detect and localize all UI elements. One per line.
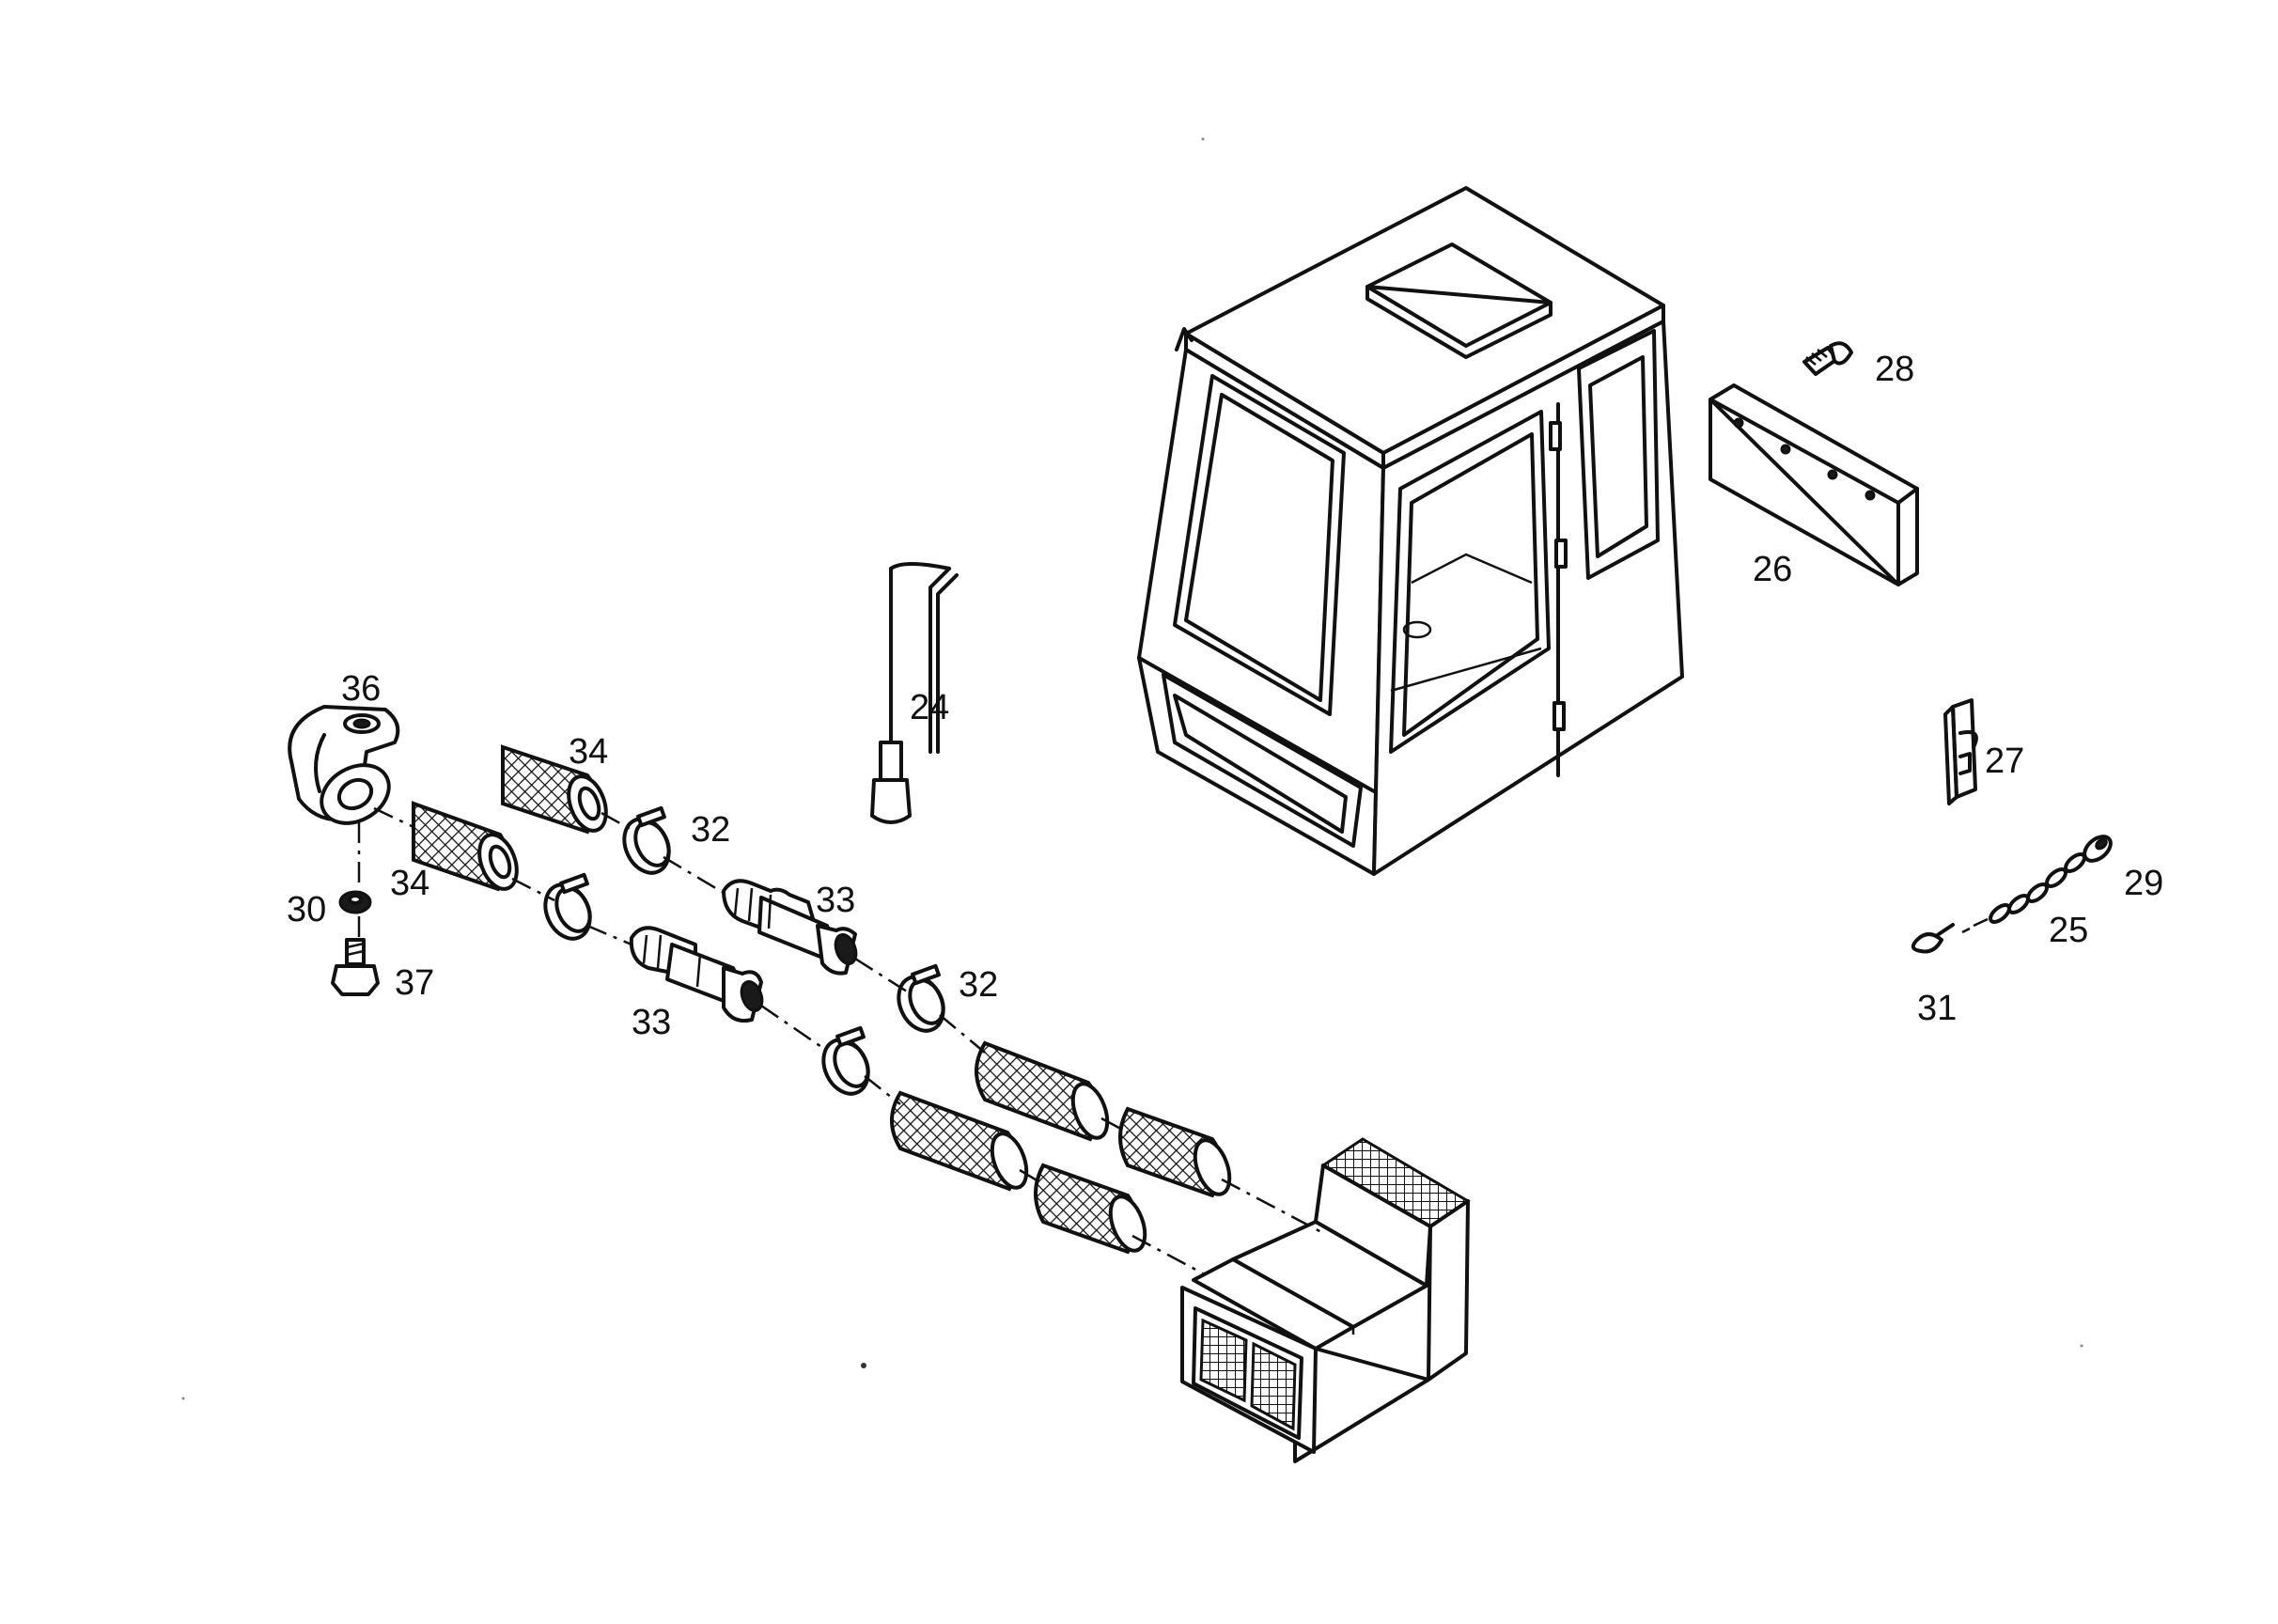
part-27-bracket — [1943, 698, 1978, 805]
part-32-clamp-a — [622, 805, 671, 875]
part-33-connector-lower — [629, 926, 764, 1023]
part-34-hose-lower — [412, 801, 519, 892]
callout-31: 31 — [1917, 989, 1957, 1028]
operator-cab — [1137, 186, 1684, 876]
hose-far-lower — [1034, 1163, 1147, 1255]
callout-37: 37 — [395, 963, 434, 1003]
callout-36: 36 — [341, 669, 381, 709]
callout-27: 27 — [1985, 742, 2024, 781]
callout-24: 24 — [910, 688, 949, 727]
part-32-clamp-c — [897, 963, 945, 1033]
callout-26: 26 — [1753, 550, 1792, 589]
callout-34a: 34 — [569, 732, 608, 772]
part-34-hose-upper — [501, 744, 608, 835]
callout-32b: 32 — [959, 965, 998, 1005]
part-28-screw — [1802, 341, 1853, 376]
callout-28: 28 — [1875, 350, 1914, 389]
part-36-clamp — [288, 705, 400, 825]
leader-lines — [357, 806, 1324, 1275]
heater-duct-box — [1180, 1137, 1471, 1463]
part-32-clamp-d — [821, 1025, 870, 1096]
callout-33a: 33 — [816, 881, 855, 920]
part-30-nut — [338, 890, 372, 914]
scan-specks — [181, 137, 2083, 1400]
part-32-clamp-b — [543, 872, 592, 941]
hose-right-upper — [975, 1040, 1110, 1142]
hose-far-upper — [1118, 1106, 1232, 1198]
part-37-bolt — [331, 938, 380, 996]
callout-25: 25 — [2049, 911, 2088, 950]
part-29-25-chain — [1961, 835, 2113, 934]
callout-29: 29 — [2124, 864, 2163, 903]
part-26-plate — [1708, 383, 1919, 586]
part-24-rod — [870, 562, 959, 824]
callout-34b: 34 — [390, 864, 429, 903]
callout-32a: 32 — [691, 810, 730, 850]
part-31-clip — [1911, 923, 1955, 954]
callout-labels: 24 25 26 27 28 29 30 31 32 32 33 33 34 3… — [287, 350, 2163, 1042]
callout-30: 30 — [287, 890, 326, 929]
part-33-connector-upper — [722, 879, 858, 976]
callout-33b: 33 — [632, 1003, 671, 1042]
hose-right-lower — [890, 1090, 1029, 1192]
